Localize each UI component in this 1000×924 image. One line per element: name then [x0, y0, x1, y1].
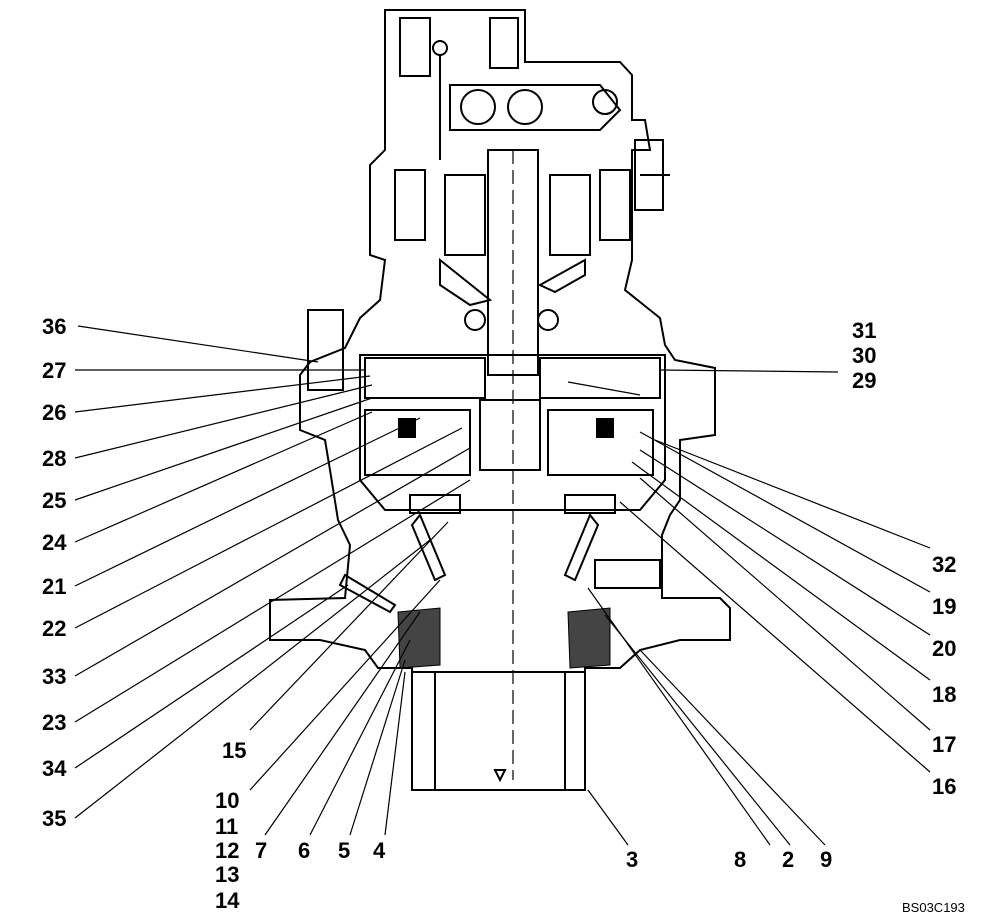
leader-lines	[74, 325, 931, 846]
part-label-15: 15	[222, 738, 246, 763]
part-label-7: 7	[255, 838, 267, 863]
drawing-code: BS03C193	[902, 900, 965, 915]
part-label-8: 8	[734, 847, 746, 872]
part-label-21: 21	[42, 574, 66, 599]
part-label-20: 20	[932, 636, 956, 661]
part-labels: 36 27 26 28 25 24 21 22 33 23 34 35 15 1…	[42, 314, 956, 913]
part-label-28: 28	[42, 446, 66, 471]
part-label-19: 19	[932, 594, 956, 619]
part-label-34: 34	[42, 756, 67, 781]
part-label-25: 25	[42, 488, 66, 513]
part-label-9: 9	[820, 847, 832, 872]
motor-housing-drawing	[269, 9, 731, 791]
part-label-3: 3	[626, 847, 638, 872]
part-label-31: 31	[852, 318, 876, 343]
part-label-35: 35	[42, 806, 66, 831]
part-label-22: 22	[42, 616, 66, 641]
part-label-27: 27	[42, 358, 66, 383]
part-label-18: 18	[932, 682, 956, 707]
part-label-23: 23	[42, 710, 66, 735]
part-label-36: 36	[42, 314, 66, 339]
part-label-33: 33	[42, 664, 66, 689]
part-label-2: 2	[782, 847, 794, 872]
part-label-4: 4	[373, 838, 386, 863]
part-label-12: 12	[215, 838, 239, 863]
part-label-6: 6	[298, 838, 310, 863]
part-label-13: 13	[215, 862, 239, 887]
part-label-32: 32	[932, 552, 956, 577]
part-label-30: 30	[852, 343, 876, 368]
part-label-24: 24	[42, 530, 67, 555]
part-label-11: 11	[215, 814, 238, 839]
part-label-14: 14	[215, 888, 240, 913]
part-label-5: 5	[338, 838, 350, 863]
part-label-10: 10	[215, 788, 239, 813]
part-label-26: 26	[42, 400, 66, 425]
part-label-17: 17	[932, 732, 956, 757]
part-label-29: 29	[852, 368, 876, 393]
part-label-16: 16	[932, 774, 956, 799]
